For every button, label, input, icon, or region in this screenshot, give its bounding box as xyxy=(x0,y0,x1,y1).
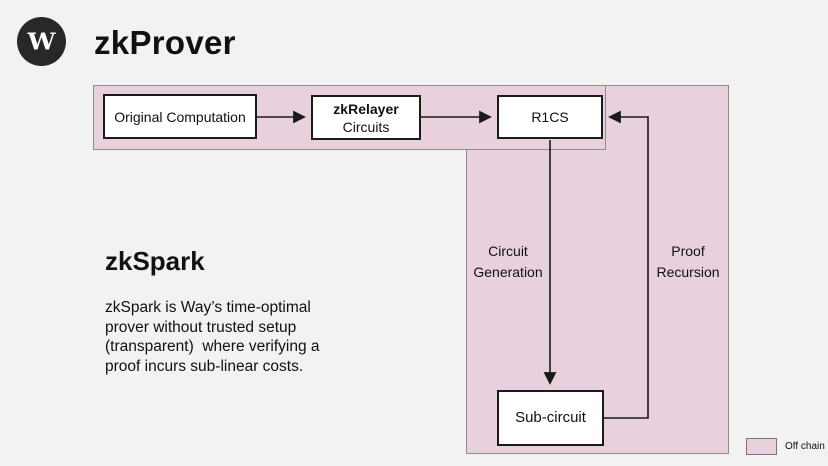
node-zkrelayer-circuits: zkRelayer Circuits xyxy=(311,95,421,140)
edge-label-proof-recursion-line1: Proof xyxy=(671,243,705,259)
way-logo-letter: W xyxy=(27,27,56,56)
zkspark-description-line: proof incurs sub-linear costs. xyxy=(105,357,304,375)
edge-label-circuit-generation: Circuit Generation xyxy=(448,241,568,283)
edge-label-circuit-generation-line1: Circuit xyxy=(488,243,528,259)
zkspark-description-line: (transparent) where verifying a xyxy=(105,338,320,355)
edge-label-proof-recursion-line2: Recursion xyxy=(656,264,720,280)
node-original-computation: Original Computation xyxy=(103,94,257,139)
node-zkrelayer-label-line2: Circuits xyxy=(342,118,390,135)
node-subcircuit: Sub-circuit xyxy=(497,390,604,446)
legend-off-chain-swatch xyxy=(746,438,777,455)
page-title: zkProver xyxy=(94,24,236,61)
zkspark-description: zkSpark is Way’s time-optimal prover wit… xyxy=(105,298,320,376)
edge-label-proof-recursion: Proof Recursion xyxy=(628,241,748,283)
node-original-computation-label: Original Computation xyxy=(114,108,246,125)
legend-off-chain-label: Off chain xyxy=(785,441,825,452)
zkspark-description-line: zkSpark is Way’s time-optimal xyxy=(105,299,311,316)
way-logo: W xyxy=(17,17,66,66)
node-zkrelayer-label-line1: zkRelayer xyxy=(333,100,399,117)
zkspark-heading: zkSpark xyxy=(105,246,205,276)
edge-label-circuit-generation-line2: Generation xyxy=(473,264,543,280)
node-subcircuit-label: Sub-circuit xyxy=(515,409,586,426)
legend-off-chain: Off chain xyxy=(746,438,825,455)
node-r1cs-label: R1CS xyxy=(531,109,569,125)
node-r1cs: R1CS xyxy=(497,95,603,139)
zkspark-description-line: prover without trusted setup xyxy=(105,318,297,336)
